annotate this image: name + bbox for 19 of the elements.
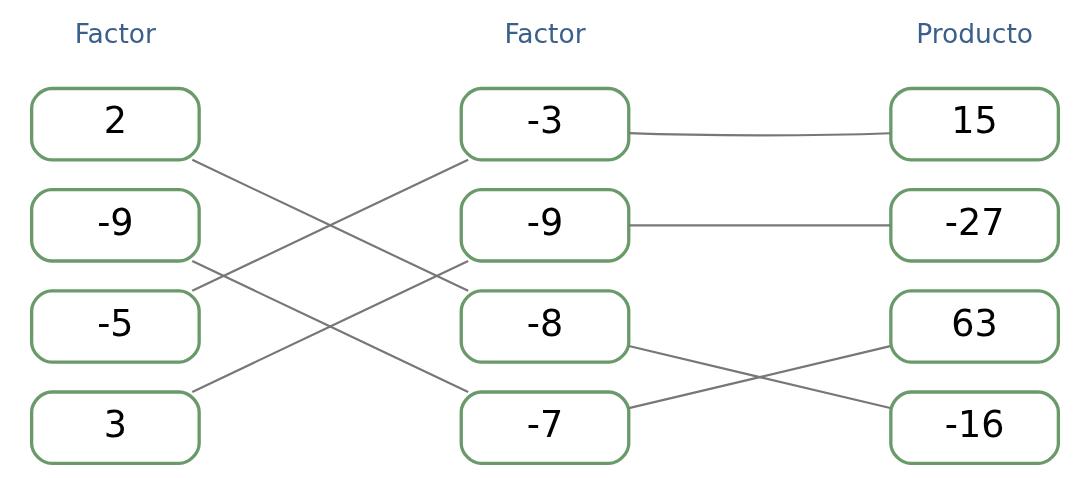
- node-box: -27: [888, 188, 1060, 263]
- node-box: -16: [888, 390, 1060, 465]
- node-box: -3: [459, 86, 630, 162]
- node-box: -7: [459, 390, 630, 465]
- node-box: 15: [888, 86, 1060, 162]
- label: Factor: [503, 17, 586, 49]
- label: Producto: [915, 17, 1033, 49]
- node-box: 2: [29, 86, 201, 162]
- node-box: 3: [29, 390, 201, 465]
- node-box: -8: [459, 289, 630, 364]
- node-box: -9: [29, 188, 201, 263]
- label: Factor: [74, 17, 156, 49]
- node-box: -5: [29, 289, 201, 364]
- connector: [191, 158, 469, 292]
- connector: [628, 224, 890, 227]
- connector: [191, 260, 469, 393]
- node-box: 63: [888, 289, 1060, 364]
- node-box: -9: [459, 188, 630, 263]
- connector: [628, 132, 890, 137]
